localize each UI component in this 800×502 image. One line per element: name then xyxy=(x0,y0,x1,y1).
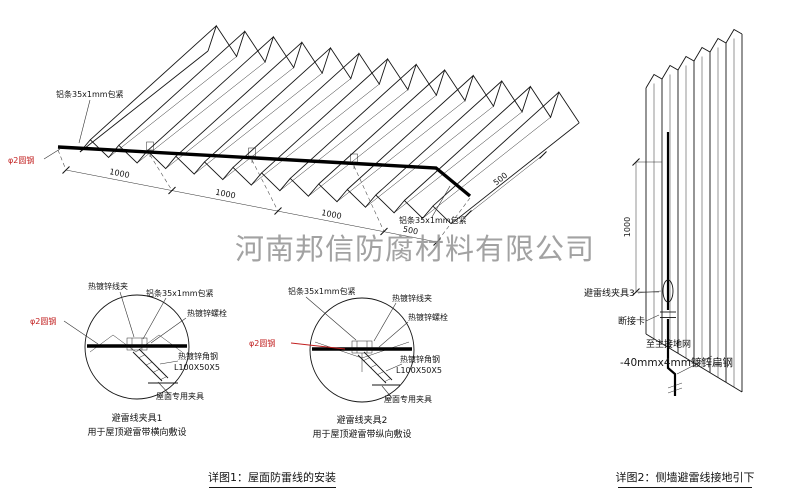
dim-tick xyxy=(539,151,547,159)
lightning-belt-wire xyxy=(57,145,472,198)
label-to-ground-grid: 至主接地网 xyxy=(646,338,691,350)
label-disconnect-card: 断接卡 xyxy=(618,315,645,327)
detail-1-subtitle: 用于屋顶避雷带横向敷设 xyxy=(87,426,186,438)
leader-line xyxy=(373,302,397,342)
label-aluminum-strip: 铝条35x1mm包紧 xyxy=(146,288,214,298)
hatch xyxy=(377,371,384,375)
label-wire-clip: 热镀锌线夹 xyxy=(392,293,432,303)
leader-line xyxy=(305,296,357,341)
wall-clamp xyxy=(662,279,674,303)
dim-label-500: 500 xyxy=(402,225,419,237)
caption-detail-2: 详图2：侧墙避雷线接地引下 xyxy=(616,470,755,484)
dim-tick xyxy=(380,227,388,236)
detail-circle xyxy=(84,294,190,400)
dim-tick xyxy=(168,186,176,195)
hatch xyxy=(160,376,167,380)
label-round-steel-rod: φ2圆钢 xyxy=(30,316,56,326)
label-angle-spec: L100X50X5 xyxy=(174,363,220,372)
angle-steel-shape xyxy=(138,348,169,379)
detail-2-subtitle: 用于屋顶避雷带纵向敷设 xyxy=(312,428,411,440)
dim-tick xyxy=(464,210,472,218)
watermark: 河南邦信防腐材料有限公司 xyxy=(235,232,595,266)
label-bolt: 热镀锌螺栓 xyxy=(187,308,227,318)
leader-line xyxy=(78,99,91,144)
dim-label-1000: 1000 xyxy=(321,208,343,221)
break-mark xyxy=(667,387,683,394)
hatch xyxy=(363,357,370,361)
label-angle-steel: 热镀锌角钢 xyxy=(400,354,440,364)
clamp-detail-1: 热镀锌线夹 铝条35x1mm包紧 热镀锌螺栓 φ2圆钢 热镀锌角钢 L100X5… xyxy=(30,281,227,438)
label-bolt: 热镀锌螺栓 xyxy=(408,312,448,322)
leader-line xyxy=(157,381,171,396)
label-flat-steel: -40mmx4mm镀锌扁钢 xyxy=(620,356,733,369)
leader-line xyxy=(645,314,660,322)
detail-2-title: 避雷线夹具2 xyxy=(337,414,388,426)
hatch xyxy=(370,364,377,368)
wire-clip-shape xyxy=(126,337,148,351)
extension-line xyxy=(353,165,385,232)
detail-circle xyxy=(309,297,415,403)
label-roof-fixture: 屋面专用夹具 xyxy=(384,394,432,404)
label-wire-clip: 热镀锌线夹 xyxy=(88,281,128,291)
wire-clamp xyxy=(248,147,256,163)
wall-down-conductor-view: 1000 避雷线夹具3 断接卡 至主接地网 -40mmx4mm镀锌扁钢 xyxy=(584,28,743,396)
leader-line xyxy=(381,385,393,399)
dimension-line xyxy=(65,169,438,243)
leader-line xyxy=(119,291,135,338)
clamp-detail-2: 铝条35x1mm包紧 热镀锌线夹 热镀锌螺栓 φ2圆钢 热镀锌角钢 L100X5… xyxy=(249,286,448,440)
extension-line xyxy=(436,197,471,243)
break-mark xyxy=(667,382,683,389)
leader-line-red xyxy=(290,342,346,350)
dimension-line-side xyxy=(467,154,544,215)
hatch xyxy=(153,369,160,373)
hatch xyxy=(138,354,145,359)
label-wall-clamp: 避雷线夹具3 xyxy=(584,287,635,299)
label-round-steel-rod: φ2圆钢 xyxy=(249,338,275,348)
dim-tick xyxy=(632,158,640,166)
leader-line xyxy=(377,321,409,349)
leader-line xyxy=(142,297,167,340)
dim-tick xyxy=(433,238,441,246)
dim-tick xyxy=(274,207,282,215)
leader-line xyxy=(150,317,187,344)
angle-steel-shape xyxy=(363,351,393,381)
hatch xyxy=(384,378,391,382)
leader-line xyxy=(159,360,179,365)
dim-label-1000: 1000 xyxy=(215,188,237,201)
leader-line xyxy=(676,355,713,375)
label-angle-steel: 热镀锌角钢 xyxy=(178,351,218,361)
hatch xyxy=(145,361,153,366)
leader-line xyxy=(63,320,99,345)
dim-label-1000: 1000 xyxy=(623,217,632,237)
dim-tick xyxy=(632,288,640,296)
extension-line xyxy=(57,149,67,171)
wire-clip-shape xyxy=(351,340,373,354)
wire-clamp xyxy=(350,153,358,169)
leader-line xyxy=(431,185,451,218)
label-aluminum-strip: 铝条35x1mm包紧 xyxy=(288,286,356,296)
roof-isometric-view: 1000 1000 1000 500 500 铝条35x1mm包紧 φ2圆钢 铝… xyxy=(8,24,580,246)
wire-clamp xyxy=(146,141,154,157)
roof-corrugated-surface xyxy=(79,24,580,225)
extension-line xyxy=(251,159,279,212)
angle-steel-shape xyxy=(132,351,163,382)
dim-tick xyxy=(62,166,70,174)
dim-label-1000: 1000 xyxy=(109,167,131,180)
label-roof-fixture: 屋面专用夹具 xyxy=(156,391,204,401)
detail-1-title: 避雷线夹具1 xyxy=(112,412,163,424)
label-round-steel-rod: φ2圆钢 xyxy=(8,155,34,165)
label-aluminum-strip-top: 铝条35x1mm包紧 xyxy=(56,89,124,99)
angle-steel-shape xyxy=(357,354,387,384)
caption-detail-1: 详图1：屋面防雷线的安装 xyxy=(208,470,336,484)
roof-profile xyxy=(89,334,183,353)
label-aluminum-strip-bottom: 铝条35x1mm包紧 xyxy=(399,215,467,225)
wall-corrugation-ribs xyxy=(645,28,743,393)
leader-line xyxy=(43,148,61,160)
leader-line xyxy=(637,290,662,294)
label-angle-spec: L100X50X5 xyxy=(396,366,442,375)
extension-line xyxy=(149,154,173,191)
leader-line xyxy=(385,363,403,372)
flat-steel-bar xyxy=(666,352,677,396)
